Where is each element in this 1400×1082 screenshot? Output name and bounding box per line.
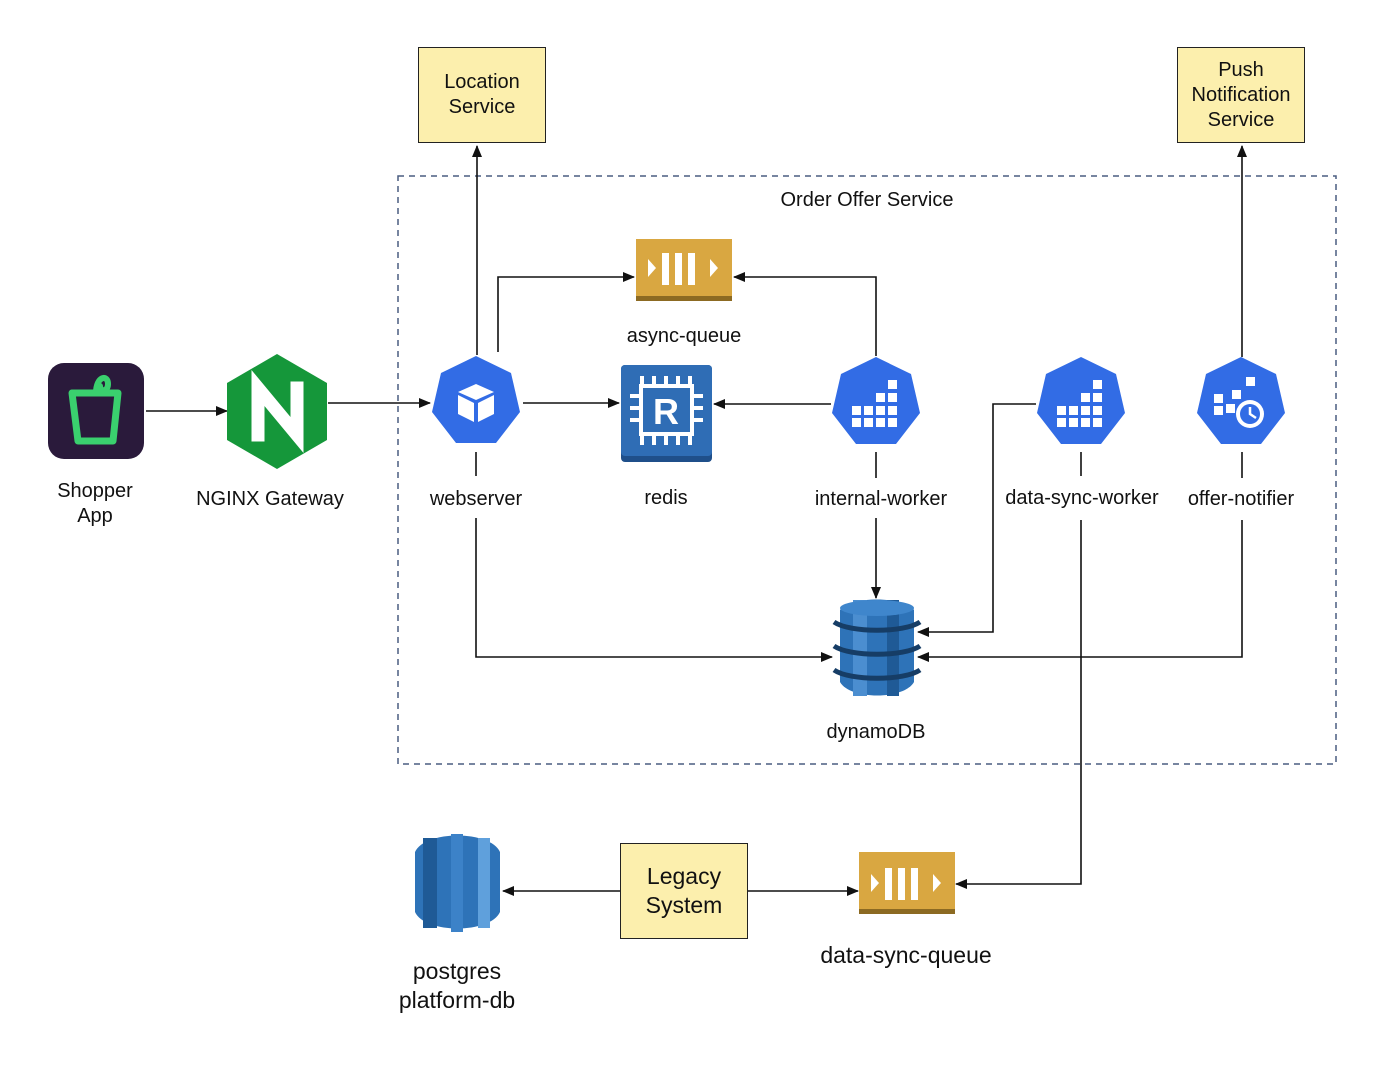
offer-notifier-icon [1197,357,1285,444]
edge-webserver-to-async-queue [497,272,635,352]
shopper-app-icon [48,363,144,459]
connectors [146,145,1247,891]
location-service-box: Location Service [418,47,546,143]
webserver-label: webserver [429,488,523,510]
order-offer-service-title: Order Offer Service [780,189,954,211]
postgres-db-icon [415,834,500,932]
edge-data-sync-worker-to-dynamodb [917,403,1036,637]
edge-webserver-to-dynamodb [475,452,832,657]
edge-offer-notifier-to-dynamodb [918,452,1243,657]
internal-worker-label: internal-worker [814,488,948,510]
data-sync-worker-label: data-sync-worker [1005,487,1159,509]
redis-glyph: R [653,391,679,432]
shopper-app-label: Shopper App [57,480,133,527]
data-sync-queue-label: data-sync-queue [820,942,992,968]
order-offer-service-boundary [397,175,1337,765]
dynamodb-label: dynamoDB [826,721,926,743]
postgres-platform-db-label: postgres platform-db [398,958,516,1013]
internal-worker-icon [832,357,920,444]
data-sync-queue-icon [859,852,955,914]
edge-data-sync-worker-to-queue [956,452,1082,884]
nginx-gateway-label: NGINX Gateway [196,488,344,510]
async-queue-label: async-queue [626,325,742,347]
data-sync-worker-icon [1037,357,1125,444]
push-notification-service-label: Push Notification Service [1191,58,1291,131]
async-queue-icon [636,239,732,301]
location-service-label: Location Service [444,71,520,118]
legacy-system-label: Legacy System [645,863,723,918]
legacy-system-box: Legacy System [620,843,748,939]
redis-icon: R [621,365,712,462]
nginx-icon [227,354,327,469]
edge-internal-worker-to-async-queue [733,272,877,356]
push-notification-service-box: Push Notification Service [1177,47,1305,143]
webserver-icon [432,356,520,443]
dynamodb-icon [832,599,922,696]
offer-notifier-label: offer-notifier [1187,488,1295,510]
redis-label: redis [644,487,688,509]
